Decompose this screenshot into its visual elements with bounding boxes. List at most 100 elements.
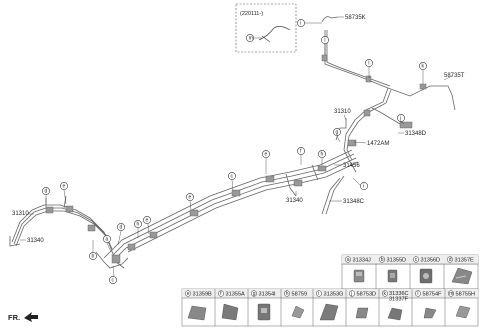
pn-31310-left: 31310: [12, 211, 29, 217]
svg-text:e: e: [265, 152, 268, 158]
svg-text:k: k: [384, 291, 387, 297]
svg-text:d: d: [45, 189, 48, 195]
svg-text:k: k: [422, 64, 425, 70]
svg-text:e: e: [146, 218, 149, 224]
legend-row-2: e 31359B f 31355A g 31354I h 58759 i 313…: [181, 288, 479, 327]
svg-text:h: h: [137, 222, 140, 228]
svg-text:e: e: [189, 195, 192, 201]
svg-text:i: i: [318, 291, 319, 297]
pn-31348D: 31348D: [405, 131, 427, 137]
pn-31310-top: 31310: [334, 109, 351, 115]
svg-text:i: i: [363, 184, 364, 190]
pn-31456: 31456: [343, 163, 360, 169]
callout-l-top: l: [321, 36, 329, 55]
callout-i-top: i: [297, 19, 322, 27]
callout-i-lower: i: [352, 177, 368, 190]
svg-text:31354I: 31354I: [259, 292, 277, 298]
svg-text:e: e: [187, 291, 190, 297]
pn-31340-mid: 31340: [286, 198, 303, 204]
svg-text:31353G: 31353G: [324, 292, 344, 298]
svg-text:l: l: [368, 61, 369, 67]
svg-text:31337F: 31337F: [389, 297, 409, 303]
svg-text:g: g: [336, 130, 339, 136]
callout-a: a: [103, 235, 112, 253]
svg-text:c: c: [231, 174, 234, 180]
callout-m: m: [249, 36, 253, 42]
fr-label: FR.: [8, 313, 20, 322]
callout-e-left: e: [60, 182, 68, 205]
svg-text:j: j: [350, 291, 352, 297]
svg-text:j: j: [399, 116, 401, 122]
upper-fuel-lines: [321, 16, 456, 173]
upper-clips: [321, 54, 427, 147]
legend-cell-e: e 31359B: [184, 290, 213, 321]
svg-text:31355D: 31355D: [387, 258, 407, 264]
svg-text:d: d: [120, 225, 123, 231]
legend-cell-k: k 31336C 31337F: [381, 290, 409, 321]
svg-text:h: h: [321, 152, 324, 158]
callout-l-mid: l: [365, 59, 373, 78]
callout-e-upper: e: [262, 150, 270, 174]
front-direction-marker: FR.: [8, 312, 38, 322]
svg-text:l: l: [417, 291, 418, 297]
svg-text:m: m: [449, 291, 453, 297]
legend-cell-f: f 31355A: [217, 290, 246, 321]
svg-text:31357E: 31357E: [455, 258, 475, 264]
part-number-labels: 58735K 58735T 31310 31348D 1472AM 31456 …: [12, 15, 465, 244]
pn-58735T: 58735T: [444, 73, 465, 79]
callout-b: b: [89, 240, 97, 260]
callout-e-mid: e: [186, 193, 194, 211]
svg-text:31359B: 31359B: [193, 292, 213, 298]
legend-cell-g: g 31354I: [250, 290, 277, 321]
svg-text:d: d: [449, 257, 452, 263]
callouts: i l l k j g h: [42, 19, 427, 284]
pn-58735K: 58735K: [345, 15, 366, 21]
svg-text:31334J: 31334J: [353, 258, 372, 264]
legend-cell-c: c 31356D: [412, 256, 441, 284]
callout-d-left: d: [42, 187, 50, 204]
inset-note: (220111-): [240, 11, 263, 17]
legend-cell-i: i 31353G: [315, 290, 344, 321]
main-clips: [45, 165, 327, 264]
callout-e-low: e: [143, 216, 151, 235]
svg-text:a: a: [347, 257, 350, 263]
legend-cell-m: m 58755H: [447, 290, 476, 319]
svg-text:e: e: [63, 184, 66, 190]
callout-g: g: [333, 128, 341, 143]
legend-cell-h: h 58759: [283, 290, 308, 319]
svg-text:h: h: [286, 291, 289, 297]
svg-text:i: i: [300, 21, 301, 27]
svg-text:b: b: [381, 257, 384, 263]
svg-text:58759: 58759: [292, 292, 308, 298]
svg-text:f: f: [220, 291, 222, 297]
svg-text:c: c: [415, 257, 418, 263]
svg-text:a: a: [106, 237, 109, 243]
legend-row-1: a 31334J b 31355D c 31356D d 31357E: [341, 254, 479, 290]
legend-cell-j: j 58753D: [348, 290, 377, 319]
callout-j: j: [397, 114, 405, 125]
pn-1472AM: 1472AM: [367, 141, 389, 147]
svg-text:31355A: 31355A: [226, 292, 246, 298]
callout-f: f: [297, 147, 305, 165]
inset-box: (220111-) m: [235, 3, 297, 53]
svg-text:58754F: 58754F: [423, 292, 443, 298]
legend-cell-a: a 31334J: [344, 256, 372, 283]
callout-c-mid: c: [228, 172, 236, 191]
svg-text:58753D: 58753D: [357, 292, 377, 298]
callout-h: h: [318, 150, 326, 166]
callout-c-low: c: [109, 265, 117, 284]
svg-text:b: b: [92, 254, 95, 260]
svg-text:31336C: 31336C: [389, 291, 409, 297]
svg-text:l: l: [324, 38, 325, 44]
legend-cell-d: d 31357E: [446, 256, 475, 285]
svg-text:g: g: [253, 291, 256, 297]
pn-31340-left: 31340: [27, 238, 44, 244]
callout-k: k: [419, 62, 427, 84]
callout-d-low: d: [117, 223, 125, 246]
svg-text:31356D: 31356D: [421, 258, 441, 264]
svg-text:58755H: 58755H: [456, 292, 476, 298]
svg-text:c: c: [112, 278, 115, 284]
callout-h-low: h: [134, 220, 142, 238]
legend-cell-b: b 31355D: [378, 256, 407, 283]
